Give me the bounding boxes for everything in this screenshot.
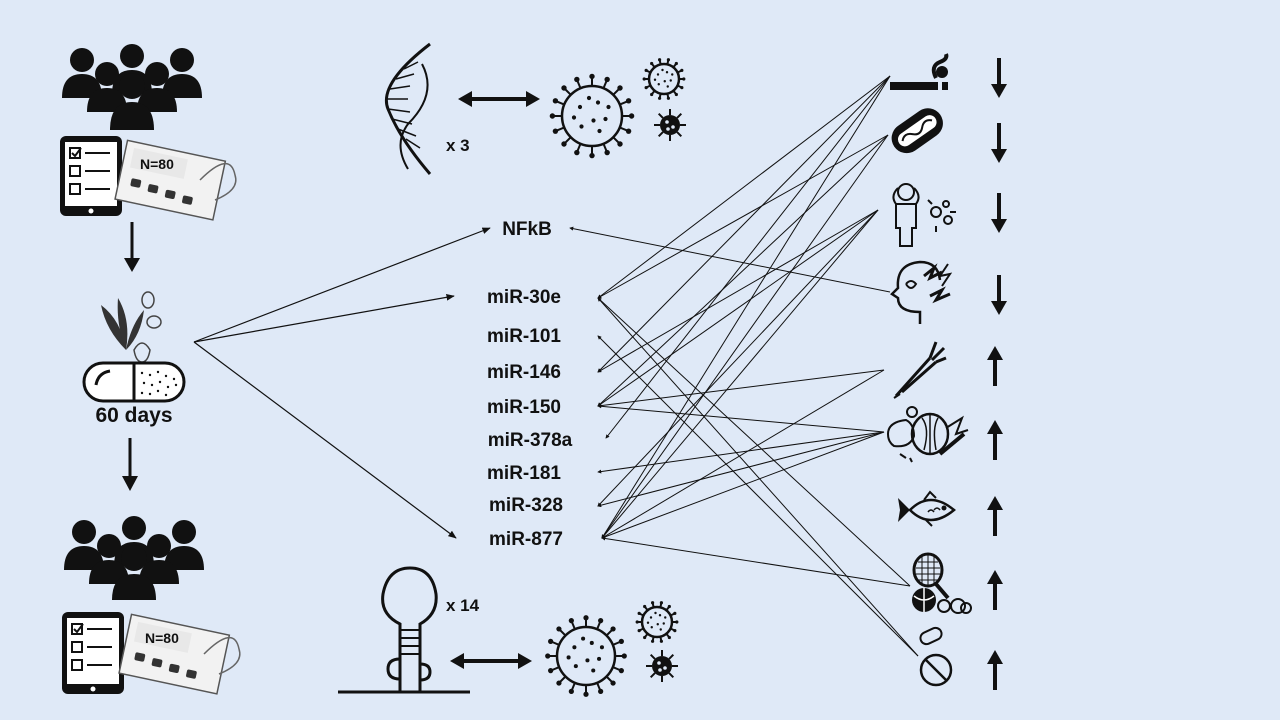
stress-icon <box>892 183 956 247</box>
mirna-label: miR-101 <box>487 326 561 347</box>
arrow-down-icon <box>991 193 1007 233</box>
dna-virus-link-arrow <box>458 91 540 107</box>
food-card-icon <box>114 139 237 221</box>
mirna-label: miR-181 <box>487 463 561 484</box>
virus-icon-bottom <box>545 615 627 697</box>
arrow-up-icon <box>987 570 1003 610</box>
intervention-link <box>193 227 491 343</box>
factor-target-link <box>597 209 879 373</box>
capsule-icon <box>82 361 186 403</box>
fish-icon <box>898 490 956 527</box>
questionnaire-tablet-icon-bottom <box>62 612 124 694</box>
virus-icon <box>549 73 635 159</box>
dna-multiplier-label: x 3 <box>446 136 470 155</box>
mirna-label-list: miR-30e miR-101 miR-146 miR-150 miR-378a… <box>487 287 573 550</box>
flow-arrow-down-1 <box>124 222 140 272</box>
dna-helix-icon <box>384 42 432 175</box>
factor-target-link <box>601 431 885 539</box>
mirna-hairpin-icon <box>338 566 470 694</box>
bacteria-icon-bottom <box>646 650 678 682</box>
arrow-up-icon <box>987 496 1003 536</box>
factor-target-link <box>601 369 885 539</box>
factor-target-link <box>569 226 891 293</box>
pills-icon <box>919 626 953 687</box>
direction-arrows <box>987 58 1007 690</box>
mirna-label: miR-877 <box>489 529 563 550</box>
arrow-up-icon <box>987 650 1003 690</box>
factor-target-link <box>601 134 889 539</box>
mirna-label: miR-328 <box>489 495 563 516</box>
factor-target-link <box>597 335 919 657</box>
arrow-up-icon <box>987 420 1003 460</box>
nfkb-label: NFkB <box>502 219 552 240</box>
arrow-down-icon <box>991 58 1007 98</box>
participants-group-icon-bottom <box>64 516 204 600</box>
factor-target-link <box>605 75 891 439</box>
hotdog-icon <box>891 108 943 154</box>
mirna-label: miR-146 <box>487 362 561 383</box>
factor-target-link <box>597 369 885 408</box>
factor-target-link <box>597 134 889 299</box>
sample-size-label-top: N=80 <box>140 156 174 172</box>
factor-target-link <box>597 75 891 373</box>
duration-label: 60 days <box>95 404 172 427</box>
factor-target-link <box>597 431 885 508</box>
factor-target-link <box>597 431 885 474</box>
factor-target-link <box>597 297 919 657</box>
factor-target-link <box>597 134 889 407</box>
flow-arrow-down-2 <box>122 438 138 491</box>
questionnaire-tablet-icon <box>60 136 122 216</box>
headache-icon <box>890 260 953 324</box>
mirna-multiplier-label: x 14 <box>446 596 480 615</box>
factor-target-link <box>601 536 911 587</box>
factor-target-link <box>601 75 891 539</box>
arrow-up-icon <box>987 346 1003 386</box>
virus-small-icon <box>642 58 686 100</box>
intervention-link <box>193 294 455 343</box>
factor-target-link <box>597 75 891 299</box>
arrow-down-icon <box>991 275 1007 315</box>
fruit-vegetable-basket-icon <box>886 406 969 463</box>
smoking-icon <box>890 53 949 90</box>
sample-size-label-bottom: N=80 <box>145 630 179 646</box>
food-card-icon-bottom <box>118 613 241 695</box>
factor-target-link <box>597 404 885 433</box>
mirna-virus-link-arrow <box>450 653 532 669</box>
virus-small-icon-bottom <box>635 601 679 643</box>
arrow-down-icon <box>991 123 1007 163</box>
factor-target-link <box>597 209 879 507</box>
link-lines <box>193 75 919 657</box>
vegetables-icon <box>893 341 947 399</box>
participants-group-icon <box>62 44 202 130</box>
factor-target-link <box>597 297 911 587</box>
mirna-label: miR-30e <box>487 287 561 308</box>
factor-target-link <box>601 209 879 539</box>
herbal-supplement-icon <box>101 291 162 363</box>
sports-icon <box>912 552 972 614</box>
mirna-label: miR-378a <box>488 430 573 451</box>
mirna-label: miR-150 <box>487 397 561 418</box>
intervention-link <box>193 341 457 539</box>
factor-target-link <box>597 209 879 407</box>
bacteria-icon <box>654 109 686 141</box>
